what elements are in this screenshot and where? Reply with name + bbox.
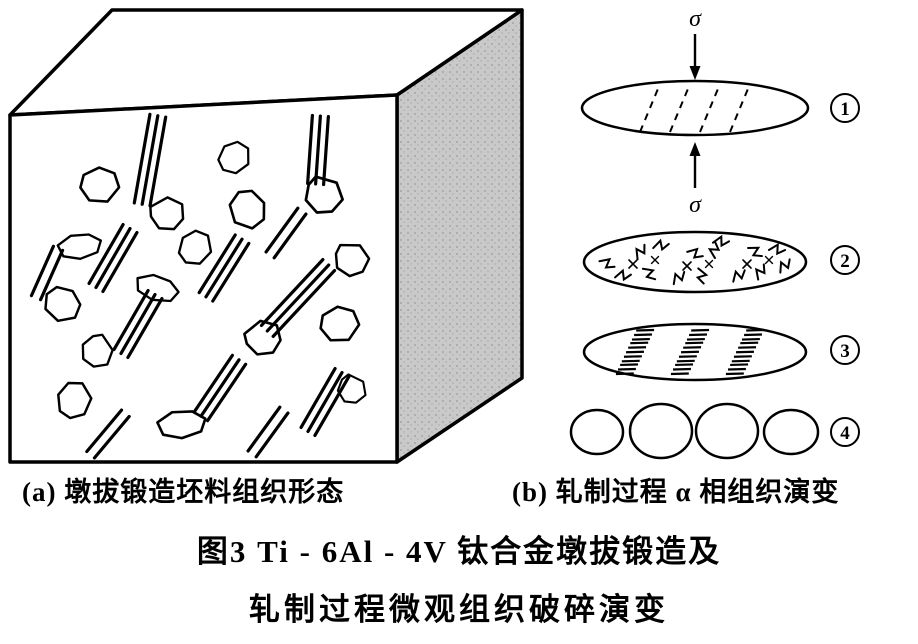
panel-a-label: (a) 墩拔锻造坯料组织形态	[22, 477, 345, 507]
panel-a-cube	[8, 8, 524, 464]
step-4-number: 4	[840, 423, 850, 444]
step-2-ellipse	[582, 230, 808, 294]
step-4-badge: 4	[830, 417, 860, 447]
step-2-number: 2	[840, 251, 850, 272]
step-4-grains	[569, 402, 820, 460]
shear-dashed-lines	[639, 83, 751, 133]
step-1-number: 1	[840, 99, 850, 120]
step-3-badge: 3	[830, 335, 860, 365]
panel-b-label: (b) 轧制过程 α 相组织演变	[512, 477, 840, 507]
step-3-ellipse	[582, 322, 808, 382]
step-2-badge: 2	[830, 245, 860, 275]
caption-line-1: 图3 Ti - 6Al - 4V 钛合金墩拔锻造及	[196, 534, 722, 569]
step-3-number: 3	[840, 341, 850, 362]
caption-line-2: 轧制过程微观组织破碎演变	[249, 592, 669, 627]
step-1-badge: 1	[830, 93, 860, 123]
step-1-ellipse	[580, 79, 810, 137]
stress-arrow-down	[689, 34, 701, 80]
sigma-top-label: σ	[689, 6, 702, 32]
stress-arrow-up	[689, 142, 701, 188]
sigma-bottom-label: σ	[689, 192, 702, 218]
panel-b-evolution: σ σ	[569, 6, 860, 460]
figure-canvas: σ σ	[8, 6, 860, 464]
